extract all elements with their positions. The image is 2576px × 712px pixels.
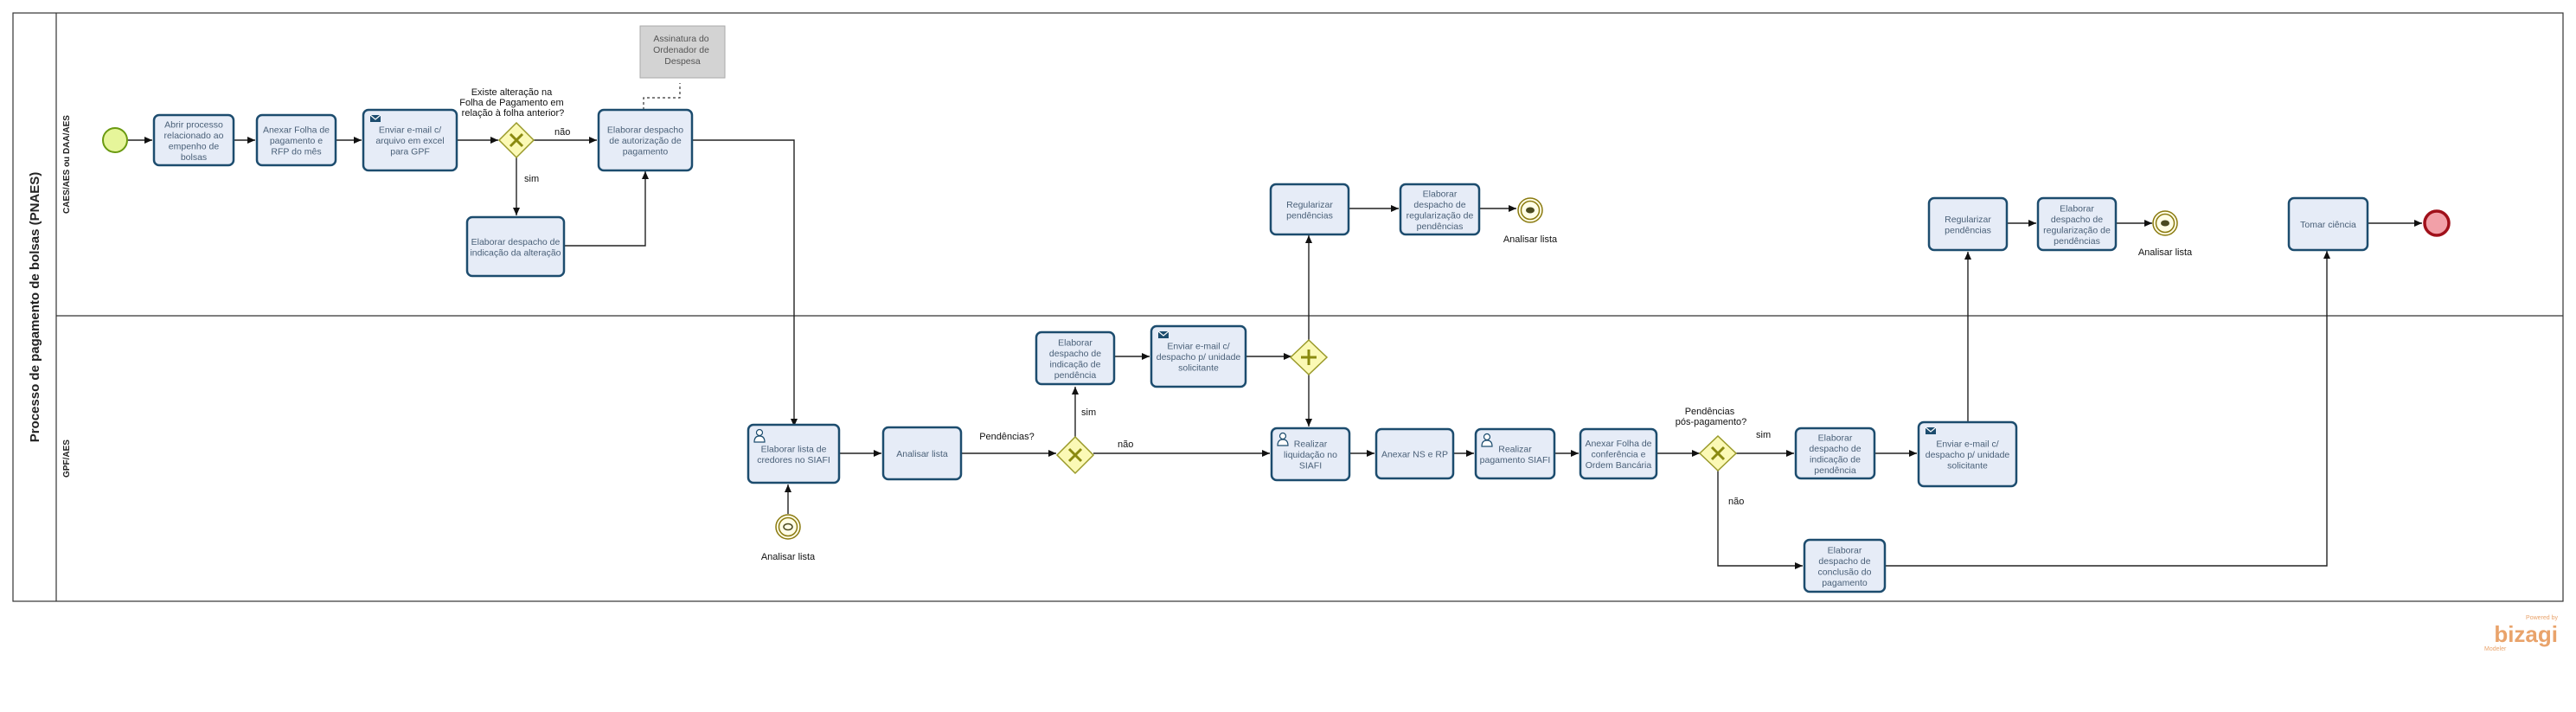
parallel-gateway-icon (1289, 338, 1329, 376)
task-analisar-lista[interactable]: Analisar lista (881, 426, 963, 481)
user-icon (753, 428, 766, 443)
svg-text:Powered by: Powered by (2526, 615, 2558, 621)
gateway-question: Pendências pós-pagamento? (1676, 407, 1747, 427)
lane-label-top: CAES/AES ou DAA/AES (62, 115, 72, 214)
svg-text:Modeler: Modeler (2484, 646, 2507, 652)
event-label: Analisar lista (1503, 234, 1558, 245)
message-event-icon (2152, 210, 2178, 236)
end-event (2423, 209, 2451, 237)
envelope-icon (1925, 427, 1937, 434)
user-icon (1277, 432, 1289, 446)
message-event-icon (1517, 197, 1543, 223)
task-tomar-ciencia[interactable]: Tomar ciência (2287, 196, 2369, 252)
user-icon (1481, 433, 1493, 447)
task-label: Analisar lista (896, 449, 948, 459)
svg-text:Assinatura do Ordenador: Assinatura do Ordenador de Despesa (653, 34, 712, 67)
start-event (102, 127, 128, 153)
gateway-question: Existe alteração na Folha de Pagamento e… (459, 87, 567, 119)
flow-label-sim: sim (524, 174, 539, 184)
gateway-question: Pendências? (979, 432, 1035, 442)
pool-title: Processo de pagamento de bolsas (PNAES) (28, 172, 42, 443)
event-label: Analisar lista (2138, 247, 2193, 258)
bizagi-logo: Powered by bizagi Modeler (2484, 615, 2558, 652)
flow-label-sim: sim (1756, 430, 1771, 440)
exclusive-gateway-icon (1055, 435, 1095, 475)
flow-label-nao: não (554, 127, 570, 138)
envelope-icon (369, 114, 381, 122)
sequence-flows (128, 83, 2422, 569)
flow-label-nao: não (1118, 439, 1133, 450)
pool: Processo de pagamento de bolsas (PNAES) … (12, 12, 2564, 602)
lane-label-bottom: GPF/AES (62, 439, 72, 478)
exclusive-gateway-icon (497, 121, 535, 159)
exclusive-gateway-icon (1698, 434, 1738, 472)
task-label: Tomar ciência (2300, 220, 2356, 230)
task-label: Anexar NS e RP (1381, 450, 1448, 460)
flow-label-sim: sim (1081, 407, 1096, 418)
svg-text:bizagi: bizagi (2494, 621, 2558, 647)
task-anexar-ns-rp[interactable]: Anexar NS e RP (1375, 427, 1455, 480)
message-event-icon (775, 514, 801, 540)
annotation: Assinatura do Ordenador de Despesa (639, 25, 726, 79)
event-label: Analisar lista (761, 552, 816, 562)
envelope-icon (1157, 330, 1169, 338)
flow-label-nao: não (1728, 497, 1744, 507)
